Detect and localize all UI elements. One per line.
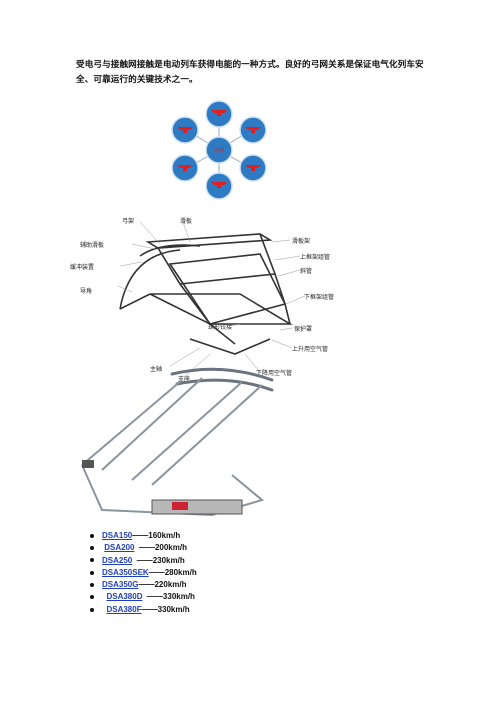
pantograph-catenary-hub-diagram: 弓网 xyxy=(171,100,267,200)
bullet-icon xyxy=(90,546,94,551)
bullet-icon xyxy=(90,595,94,600)
pantograph-mark-icon xyxy=(245,165,261,171)
hub-node-center xyxy=(205,136,233,164)
pantograph-mark-icon xyxy=(177,127,193,133)
bullet-icon xyxy=(90,558,94,563)
model-speed: ——280km/h xyxy=(148,567,197,577)
label-protective-cover: 保护罩 xyxy=(294,326,313,333)
label-buffer-device: 缓冲装置 xyxy=(70,264,95,271)
list-item: DSA350G——220km/h xyxy=(90,579,197,591)
model-speed: ——330km/h xyxy=(141,604,190,614)
bullet-icon xyxy=(90,607,94,612)
model-speed: ——160km/h xyxy=(132,531,181,540)
list-item: DSA200 ——200km/h xyxy=(90,542,197,554)
label-upper-frame-tube: 上框架组管 xyxy=(300,254,331,261)
label-rising-air-pipe: 上升用空气管 xyxy=(292,346,329,353)
model-speed: ——330km/h xyxy=(146,592,195,602)
label-auxiliary-strip: 辅助滑板 xyxy=(80,242,105,249)
model-link[interactable]: DSA380F xyxy=(106,604,142,614)
label-support-base: 支座 xyxy=(178,376,191,383)
list-item: DSA380D ——330km/h xyxy=(90,591,197,603)
hub-center-label: 弓网 xyxy=(214,148,224,154)
model-link[interactable]: DSA200 xyxy=(104,543,135,553)
bullet-icon xyxy=(90,570,94,575)
pantograph-mark-icon xyxy=(177,165,193,171)
list-item: DSA380F——330km/h xyxy=(90,604,197,616)
label-ball-joint: 球形铰接 xyxy=(208,324,233,331)
model-link[interactable]: DSA350SEK xyxy=(102,567,149,577)
label-lowering-air-pipe: 下降用空气管 xyxy=(256,370,293,377)
list-item: DSA250 ——230km/h xyxy=(90,555,197,567)
pantograph-structure-diagram: 弓架 滑板 辅助滑板 缓冲装置 导角 滑板架 上框架组管 斜管 下框架组管 球形… xyxy=(60,214,360,384)
bullet-icon xyxy=(90,583,94,588)
bullet-icon xyxy=(90,533,94,538)
label-main-shaft: 主轴 xyxy=(150,366,163,373)
label-lower-frame-tube: 下框架组管 xyxy=(304,294,335,301)
model-link[interactable]: DSA350G xyxy=(102,580,139,590)
pantograph-model-list: DSA150——160km/h DSA200 ——200km/h DSA250 … xyxy=(90,530,197,616)
label-strip-frame: 滑板架 xyxy=(292,238,311,245)
label-diagonal-tube: 斜管 xyxy=(300,268,313,275)
model-speed: ——220km/h xyxy=(138,580,187,590)
model-link[interactable]: DSA150 xyxy=(102,531,133,540)
model-link[interactable]: DSA380D xyxy=(106,592,143,602)
pantograph-mark-icon xyxy=(211,182,227,188)
pantograph-photo xyxy=(81,367,274,517)
intro-paragraph: 受电弓与接触网接触是电动列车获得电能的一种方式。良好的弓网关系是保证电气化列车安… xyxy=(76,60,424,85)
label-bow-frame: 弓架 xyxy=(122,218,135,225)
pantograph-mark-icon xyxy=(211,110,227,116)
list-item: DSA350SEK——280km/h xyxy=(90,567,197,579)
label-guide-horn: 导角 xyxy=(80,288,93,295)
pantograph-mark-icon xyxy=(245,127,261,133)
model-speed: ——200km/h xyxy=(138,543,187,553)
list-item: DSA150——160km/h xyxy=(90,530,197,542)
pantograph-line-drawing xyxy=(117,221,306,377)
label-contact-strip: 滑板 xyxy=(180,218,193,225)
model-speed: ——230km/h xyxy=(136,555,185,565)
model-link[interactable]: DSA250 xyxy=(102,555,133,565)
